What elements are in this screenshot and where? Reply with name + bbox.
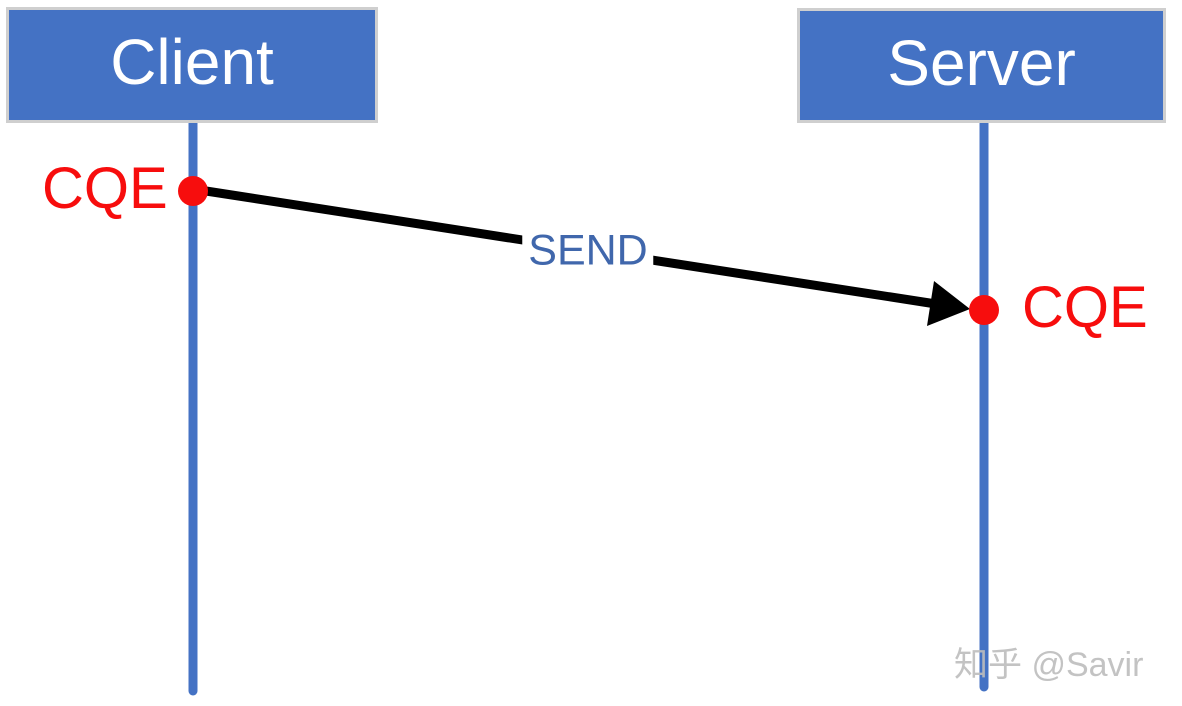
actor-label-client: Client [110, 26, 274, 98]
send-arrowhead-icon [927, 281, 970, 326]
actor-label-server: Server [887, 26, 1076, 99]
server-cqe-label: CQE [1022, 275, 1148, 340]
client-cqe-label: CQE [42, 156, 168, 221]
actor-box-client: Client [6, 7, 378, 123]
send-message-label: SEND [522, 227, 654, 275]
watermark: 知乎 @Savir [954, 646, 1144, 684]
actor-box-server: Server [797, 8, 1166, 123]
